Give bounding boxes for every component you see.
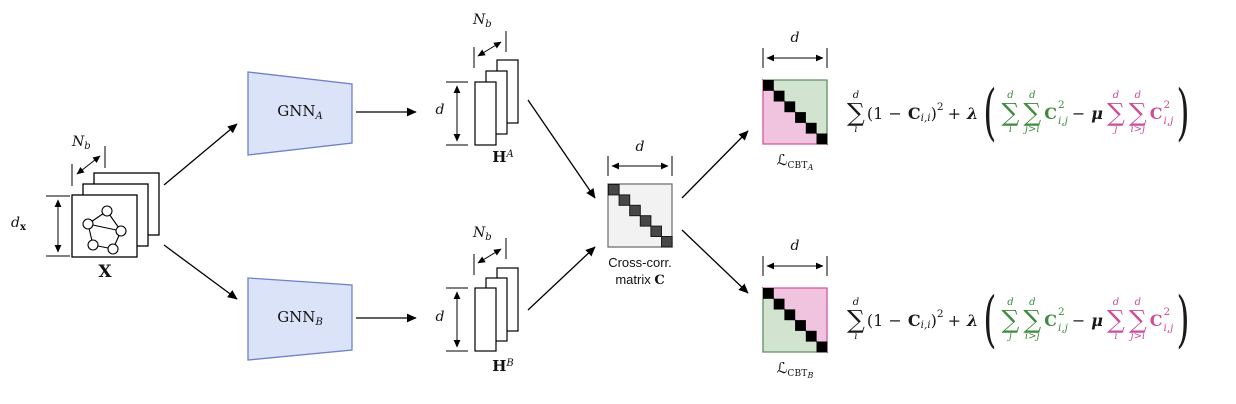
sum-main-a: d ∑ i xyxy=(847,90,865,135)
invariance-open: (1 − xyxy=(866,310,907,330)
corr-symbol: C xyxy=(907,310,921,330)
input-label: X xyxy=(98,262,112,282)
minus-sign: − xyxy=(1071,103,1086,123)
embedding-a-height-dimension xyxy=(446,81,468,146)
loss-a-dimension xyxy=(762,48,828,68)
plus-sign: + xyxy=(947,103,961,123)
corr-subscript: i,i xyxy=(920,112,931,124)
input-height-dimension xyxy=(46,195,70,257)
cross-corr-dimension xyxy=(607,156,673,176)
cross-corr-caption-line2: matrix C xyxy=(615,272,665,288)
mu-symbol: μ xyxy=(1091,310,1104,330)
embedding-b-stack xyxy=(474,267,519,352)
graph-glyph xyxy=(82,205,127,255)
embedding-a-height-label: d xyxy=(435,102,445,118)
encoder-a-label: GNNA xyxy=(277,102,323,122)
minus-sign: − xyxy=(1071,310,1086,330)
loss-b-dim-label: d xyxy=(790,238,800,254)
loss-b-matrix xyxy=(761,286,829,354)
loss-formula-a: d ∑ i (1 − C i,i ) 2 + λ ( d ∑ i d ∑ j>i… xyxy=(845,76,1193,150)
big-close-paren: ) xyxy=(1176,284,1190,356)
cross-corr-matrix xyxy=(607,183,673,248)
embedding-a-label: HA xyxy=(492,148,514,166)
corr-symbol: C xyxy=(907,103,921,123)
big-open-paren: ( xyxy=(983,77,997,149)
embedding-b-label: HB xyxy=(492,357,514,375)
encoder-b-shape xyxy=(247,277,353,361)
encoder-b-label: GNNB xyxy=(277,308,323,328)
embedding-b-height-dimension xyxy=(446,287,468,352)
big-open-paren: ( xyxy=(983,284,997,356)
flow-arrows-embeddings xyxy=(527,99,596,311)
flow-arrows-input xyxy=(163,123,238,300)
square-exponent: 2 xyxy=(936,308,944,320)
loss-b-label: ℒCBTB xyxy=(776,359,814,380)
input-depth-label: Nb xyxy=(72,134,91,152)
corr-subscript: i,i xyxy=(920,319,931,331)
loss-b-dimension xyxy=(762,256,828,276)
flow-arrows-cross-corr xyxy=(681,130,749,294)
embedding-b-height-label: d xyxy=(435,309,445,325)
invariance-close: ) xyxy=(930,310,937,330)
embedding-a-stack xyxy=(474,59,519,146)
loss-formula-b: d ∑ i (1 − C i,i ) 2 + λ ( d ∑ j d ∑ i>j… xyxy=(845,283,1193,357)
loss-a-label: ℒCBTA xyxy=(776,151,814,172)
sum-main-b: d ∑ i xyxy=(847,297,865,342)
embedding-a-depth-label: Nb xyxy=(473,12,492,30)
flow-arrows-encoders xyxy=(356,107,417,323)
embedding-b-depth-label: Nb xyxy=(473,225,492,243)
lambda-symbol: λ xyxy=(967,103,979,123)
embedding-a-depth-dimension xyxy=(473,31,507,68)
embedding-b-depth-dimension xyxy=(473,238,507,275)
big-close-paren: ) xyxy=(1176,77,1190,149)
cross-corr-caption-line1: Cross-corr. xyxy=(608,255,672,270)
square-exponent: 2 xyxy=(936,101,944,113)
plus-sign: + xyxy=(947,310,961,330)
loss-a-matrix xyxy=(761,78,829,146)
mu-symbol: μ xyxy=(1091,103,1104,123)
invariance-open: (1 − xyxy=(866,103,907,123)
cross-corr-dim-label: d xyxy=(635,139,645,155)
loss-a-dim-label: d xyxy=(790,30,800,46)
input-depth-dimension xyxy=(71,146,106,186)
invariance-close: ) xyxy=(930,103,937,123)
lambda-symbol: λ xyxy=(967,310,979,330)
input-graph-stack xyxy=(71,172,160,258)
input-height-label: dx xyxy=(11,215,26,233)
encoder-a-shape xyxy=(247,71,353,156)
